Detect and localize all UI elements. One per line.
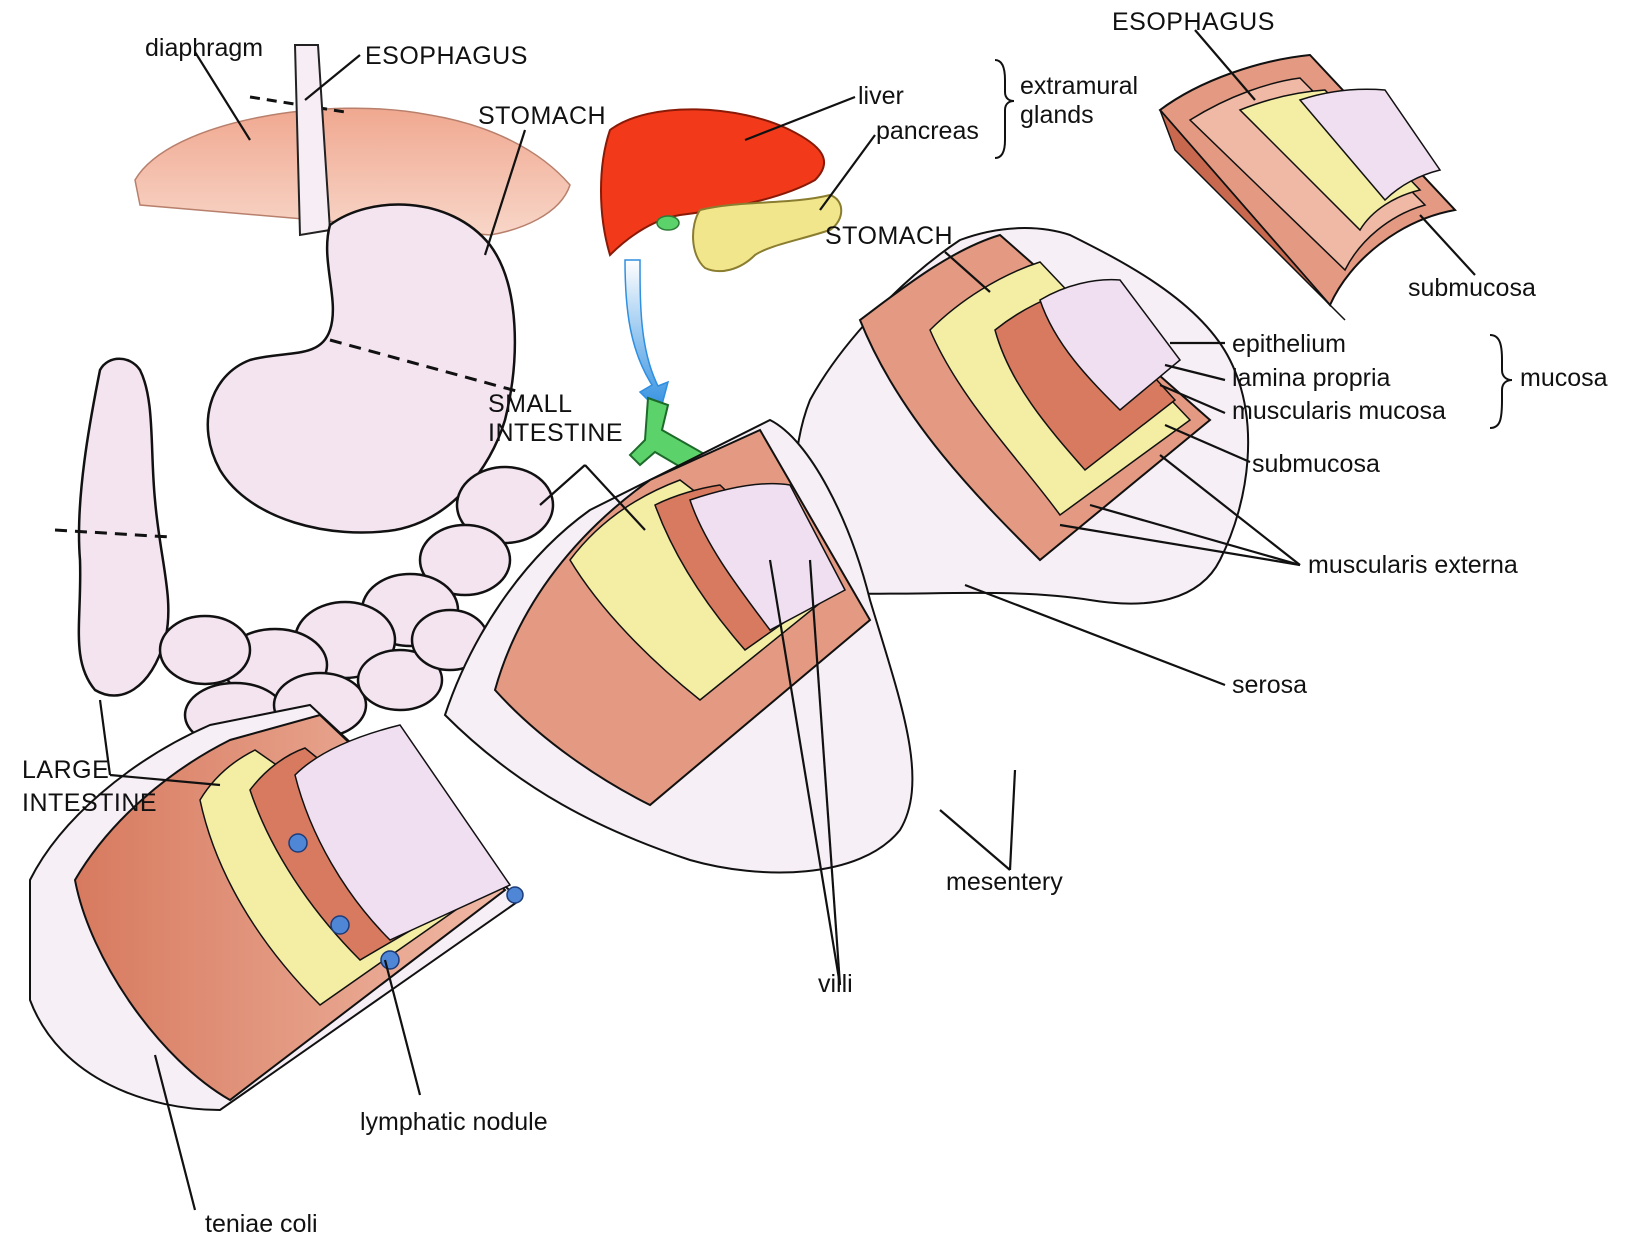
label-epithelium: epithelium: [1232, 330, 1346, 359]
label-serosa: serosa: [1232, 671, 1307, 700]
large-intestine-left-shape: [55, 359, 170, 696]
label-villi: villi: [818, 970, 853, 999]
label-lamina-propria: lamina propria: [1232, 364, 1390, 393]
label-small-intestine: SMALL INTESTINE: [488, 390, 623, 448]
label-submucosa-top: submucosa: [1408, 274, 1536, 303]
label-submucosa-mid: submucosa: [1252, 450, 1380, 479]
secretion-arrow: [625, 260, 668, 412]
label-diaphragm: diaphragm: [145, 34, 263, 63]
stomach-section-shape: [794, 228, 1248, 604]
label-esophagus-left: ESOPHAGUS: [365, 42, 528, 71]
pancreas-shape: [693, 195, 841, 271]
label-mucosa: mucosa: [1520, 364, 1608, 393]
label-muscularis-externa: muscularis externa: [1308, 551, 1518, 580]
label-large-intestine-line2: INTESTINE: [22, 789, 157, 818]
label-teniae-coli: teniae coli: [205, 1210, 318, 1239]
esophagus-left-shape: [295, 45, 330, 235]
label-esophagus-right: ESOPHAGUS: [1112, 8, 1275, 37]
label-muscularis-mucosa: muscularis mucosa: [1232, 397, 1446, 426]
mucosa-brace: [1490, 335, 1512, 428]
label-large-intestine-line1: LARGE: [22, 756, 109, 785]
label-stomach-right: STOMACH: [825, 222, 953, 251]
extramural-glands-brace: [995, 60, 1014, 158]
label-extramural-glands: extramural glands: [1020, 72, 1138, 130]
label-pancreas: pancreas: [876, 117, 979, 146]
label-liver: liver: [858, 82, 904, 111]
label-lymphatic-nodule: lymphatic nodule: [360, 1108, 548, 1137]
label-mesentery: mesentery: [946, 868, 1063, 897]
label-stomach-left: STOMACH: [478, 102, 606, 131]
